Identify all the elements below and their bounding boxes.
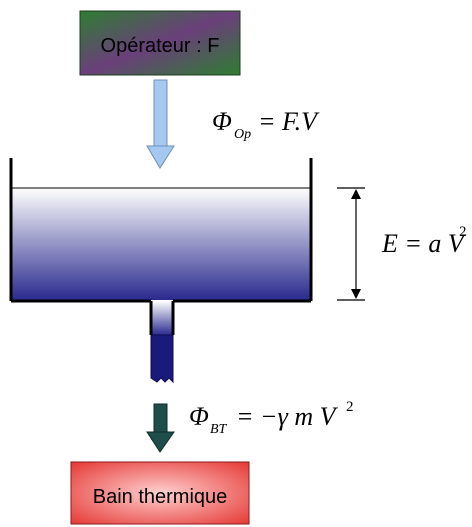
operator-box: Opérateur : F xyxy=(80,11,240,75)
drain-stream xyxy=(151,335,173,382)
bath-flux-symbol: Φ xyxy=(189,402,209,431)
drain-pipe xyxy=(151,301,173,382)
energy-exponent: 2 xyxy=(459,224,467,240)
reservoir-liquid xyxy=(11,188,311,300)
svg-text:2: 2 xyxy=(459,224,467,240)
flux-rhs: = F.V xyxy=(258,107,320,136)
flux-subscript: Op xyxy=(234,127,251,142)
bath-flux-rhs: = −γ m V xyxy=(236,402,339,431)
energy-rhs: = a V xyxy=(404,229,467,258)
flux-bath-equation: Φ BT = −γ m V 2 xyxy=(189,399,354,437)
svg-text:Op: Op xyxy=(234,127,251,142)
svg-text:= F.V: = F.V xyxy=(258,107,320,136)
svg-text:E = a V: E = a V xyxy=(381,229,467,258)
operator-label: Opérateur : F xyxy=(101,35,220,57)
svg-text:Φ: Φ xyxy=(189,402,209,431)
svg-text:BT: BT xyxy=(210,422,228,437)
heat-bath-box: Bain thermique xyxy=(71,462,249,524)
svg-text:= −γ m V: = −γ m V xyxy=(236,402,339,431)
svg-text:2: 2 xyxy=(346,399,354,415)
energy-equation: E = a V 2 xyxy=(381,224,467,258)
output-arrow xyxy=(147,404,174,452)
height-dimension xyxy=(337,188,365,300)
input-arrow xyxy=(147,80,174,168)
svg-text:Φ: Φ xyxy=(212,107,232,136)
energy-lhs: E xyxy=(381,229,398,258)
flux-symbol: Φ xyxy=(212,107,232,136)
heat-bath-label: Bain thermique xyxy=(93,486,228,508)
flux-operator-equation: Φ Op = F.V xyxy=(212,107,320,142)
bath-flux-subscript: BT xyxy=(210,422,228,437)
bath-flux-exponent: 2 xyxy=(346,399,354,415)
